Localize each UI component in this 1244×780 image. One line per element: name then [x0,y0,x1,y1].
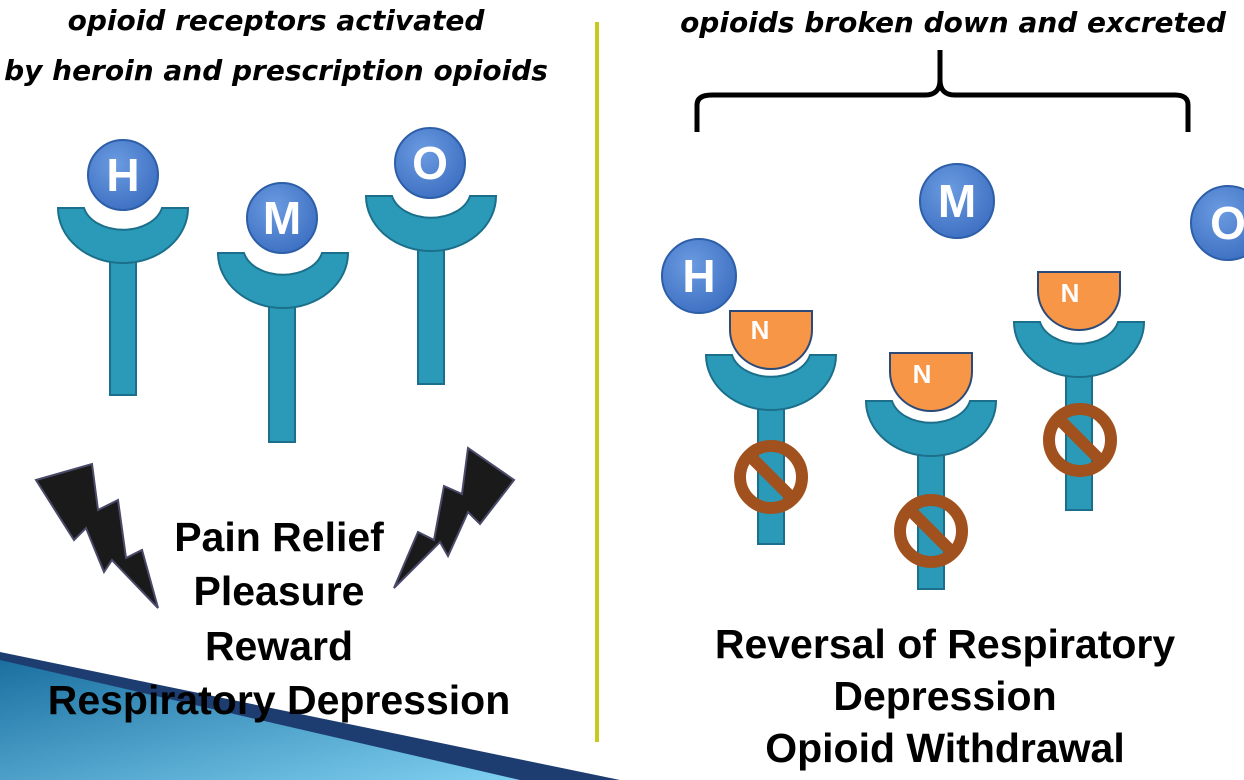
opioid-molecule [661,238,737,314]
receptor-naloxone-blocked: N [864,352,998,590]
y-shaped-receptor-icon [268,299,296,443]
no-symbol-icon [894,494,968,568]
no-symbol-icon [1043,403,1117,477]
effect-reversal-line1: Reversal of Respiratory [715,621,1176,667]
receptor-naloxone-blocked: N [704,310,838,545]
opioid-molecule [87,139,159,211]
molecule-letter: M [263,192,301,244]
y-shaped-receptor-icon [56,207,190,264]
free-molecule-m: M [919,163,995,239]
molecule-letter: M [938,175,976,227]
molecule-letter: H [682,250,715,302]
y-shaped-receptor-icon [109,254,137,396]
naloxone-cap [1037,271,1121,331]
molecule-letter: O [412,137,448,189]
receptor-o-bound: O [364,127,498,385]
molecule-letter: H [106,149,139,201]
corner-decoration [0,652,620,780]
naloxone-letter: N [913,359,932,389]
y-shaped-receptor-icon [1012,321,1146,378]
no-symbol-icon [734,440,808,514]
left-caption-line2: by heroin and prescription opioids [4,54,548,87]
effect-reward: Reward [205,623,353,669]
effect-opioid-withdrawal: Opioid Withdrawal [765,725,1125,771]
opioid-molecule [919,163,995,239]
opioid-molecule [246,182,318,254]
y-shaped-receptor-icon [864,400,998,457]
y-shaped-receptor-icon [704,354,838,411]
receptor-m-bound: M [216,182,350,443]
left-caption-line1: opioid receptors activated [68,4,486,37]
receptor-naloxone-blocked: N [1012,271,1146,511]
effect-respiratory-depression: Respiratory Depression [48,677,511,723]
lightning-bolt-icon [393,446,516,589]
molecule-letter: O [1210,197,1244,249]
naloxone-cap [729,310,813,370]
naloxone-cap [889,352,973,412]
opioid-molecule [394,127,466,199]
y-shaped-receptor-icon [216,252,350,309]
effect-pain-relief: Pain Relief [174,514,384,560]
naloxone-letter: N [751,315,770,345]
naloxone-letter: N [1061,278,1080,308]
effect-pleasure: Pleasure [194,568,365,614]
free-molecule-h: H [661,238,737,314]
right-panel: opioids broken down and excreted M O H N [661,6,1244,771]
y-shaped-receptor-icon [417,241,445,385]
right-caption: opioids broken down and excreted [680,6,1227,39]
left-panel: opioid receptors activated by heroin and… [4,4,548,723]
receptor-h-bound: H [56,139,190,396]
y-shaped-receptor-icon [1065,367,1093,511]
lightning-bolt-icon [34,462,159,609]
opioid-molecule [1190,185,1244,261]
effect-reversal-line2: Depression [833,673,1056,719]
curly-brace-icon [694,50,1191,132]
y-shaped-receptor-icon [364,195,498,252]
free-molecule-o: O [1190,185,1244,261]
